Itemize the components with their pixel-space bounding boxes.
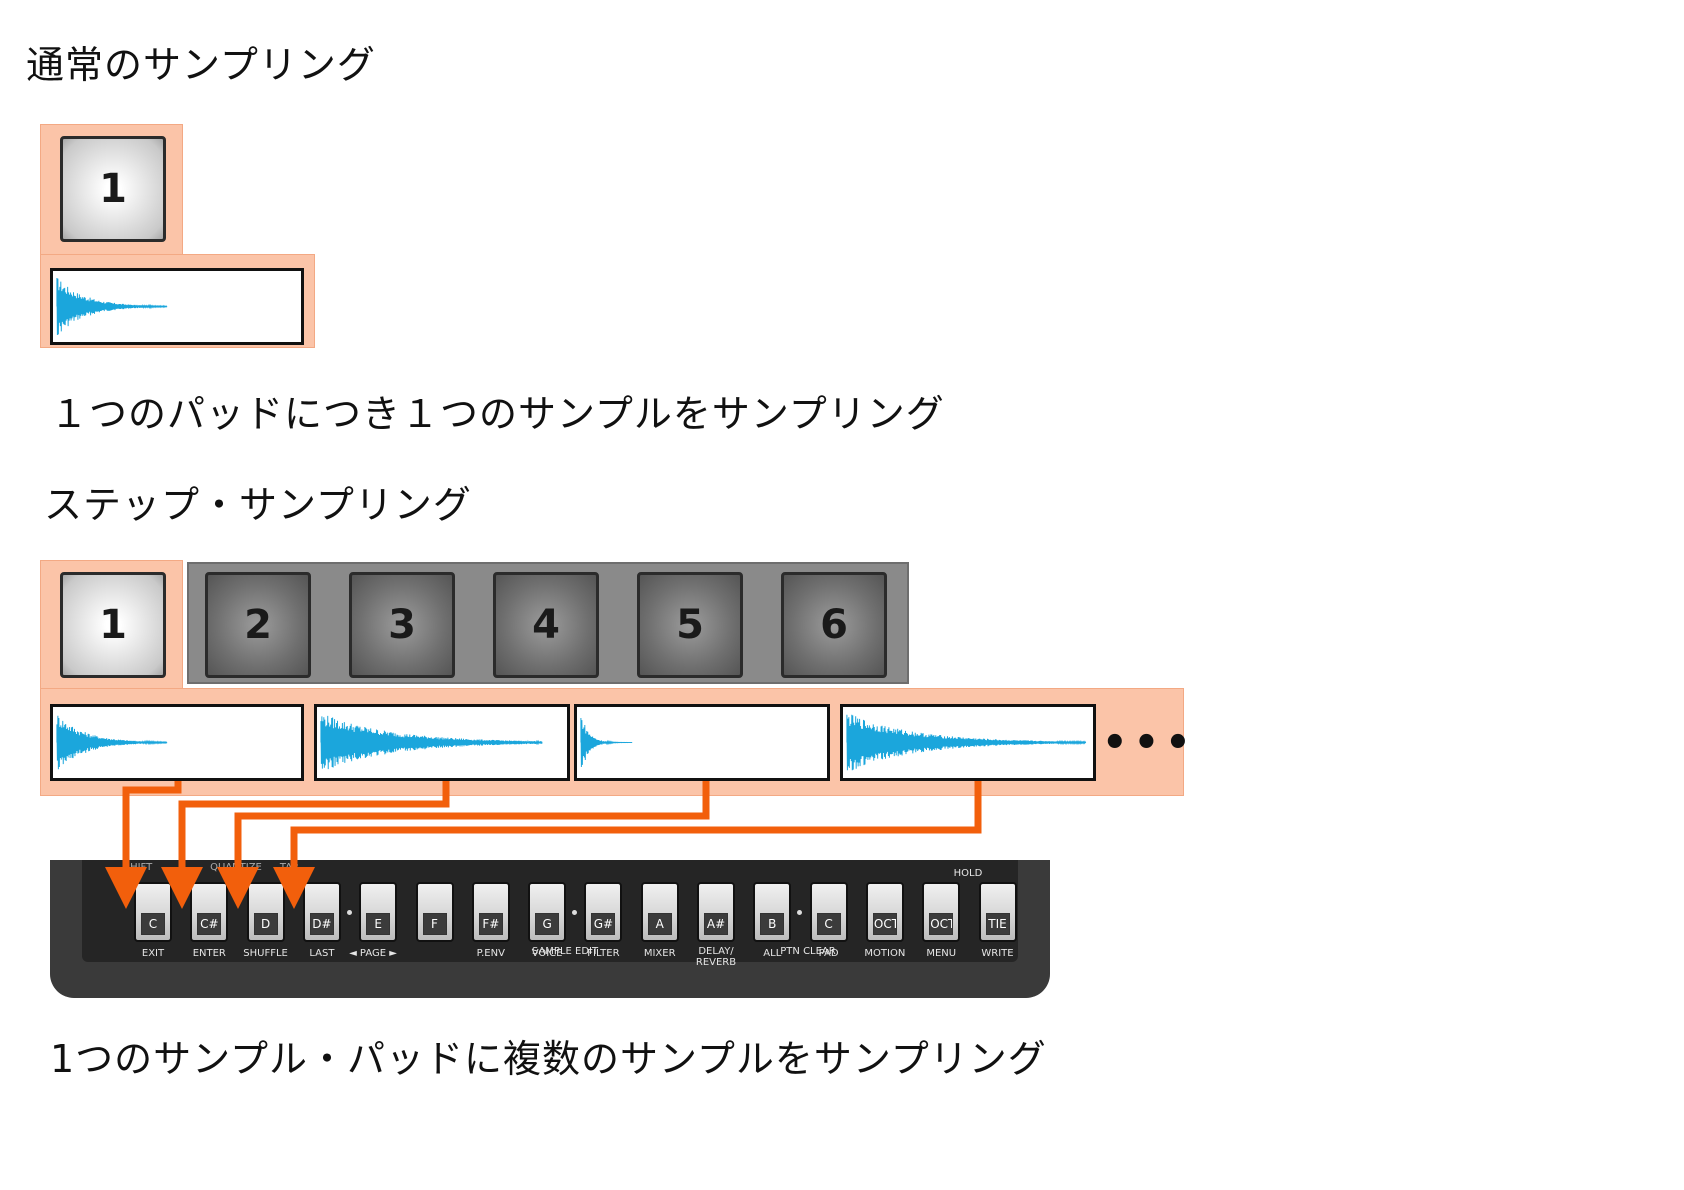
step-key-function-label: ALL	[763, 948, 782, 959]
quantize-label: QUANTIZE	[210, 862, 262, 873]
step-key-function-label: ENTER	[192, 948, 226, 959]
step-key-label: G#	[591, 913, 616, 935]
step-key-label: G	[535, 913, 560, 935]
step-key-13[interactable]: C	[809, 882, 848, 942]
step-key-function-label: SHUFFLE	[243, 948, 288, 959]
waveform-step-3	[574, 704, 830, 781]
key-group-dot	[347, 910, 353, 915]
key-group-dot	[572, 910, 578, 915]
waveform-step-4	[840, 704, 1096, 781]
step-key-3[interactable]: D	[246, 882, 285, 942]
pad-1[interactable]: 1	[60, 136, 166, 242]
step-key-function-label: DELAY/ REVERB	[695, 946, 737, 968]
keyboard-panel: SHIFT QUANTIZE TAP HOLD C EXIT C# ENTER D SHU…	[82, 860, 1018, 968]
step-key-label: A	[647, 913, 672, 935]
step-key-label: OCT-	[872, 913, 897, 935]
step-key-label: TIE	[985, 913, 1010, 935]
step-key-12[interactable]: B	[753, 882, 792, 942]
step-key-function-label: PAD	[818, 948, 839, 959]
step-key-1[interactable]: C	[134, 882, 172, 942]
step-key-2[interactable]: C#	[190, 882, 229, 942]
step-key-16[interactable]: TIE	[978, 882, 1017, 942]
step-key-function-label: LAST	[309, 948, 335, 959]
step-pad-5[interactable]: 5	[637, 572, 743, 678]
key-group-dot	[797, 910, 803, 915]
hold-label: HOLD	[953, 868, 983, 879]
step-pad-6[interactable]: 6	[781, 572, 887, 678]
normal-sampling-description: １つのパッドにつき１つのサンプルをサンプリング	[50, 392, 945, 436]
step-key-label: D	[253, 913, 278, 935]
step-key-label: F#	[478, 913, 503, 935]
step-key-function-label: P.ENV	[476, 948, 505, 959]
step-key-label: C	[141, 913, 165, 935]
step-pad-4[interactable]: 4	[493, 572, 599, 678]
waveform-sample	[50, 268, 304, 345]
normal-sampling-heading: 通常のサンプリング	[26, 43, 376, 87]
shift-label: SHIFT	[123, 862, 153, 873]
tap-label: TAP	[279, 862, 299, 873]
step-key-label: E	[366, 913, 391, 935]
sample-edit-group-label: SAMPLE EDIT	[531, 946, 599, 957]
ptn-clear-group-label: PTN CLEAR	[780, 946, 836, 957]
step-key-function-label: MIXER	[643, 948, 676, 959]
step-key-4[interactable]: D#	[302, 882, 341, 942]
step-key-function-label: VOICE	[531, 948, 563, 959]
step-sampling-heading: ステップ・サンプリング	[44, 483, 472, 527]
step-key-14[interactable]: OCT-	[865, 882, 904, 942]
step-sampling-description: 1つのサンプル・パッドに複数のサンプルをサンプリング	[50, 1037, 1047, 1081]
step-key-8[interactable]: G	[528, 882, 567, 942]
step-key-function-label: WRITE	[981, 948, 1014, 959]
step-key-function-label: EXIT	[141, 948, 165, 959]
ellipsis: •••	[1102, 720, 1197, 766]
step-key-label: B	[760, 913, 785, 935]
step-pad-2[interactable]: 2	[205, 572, 311, 678]
step-key-11[interactable]: A#	[697, 882, 735, 942]
step-key-label: F	[422, 913, 447, 935]
sequencer-keyboard: SHIFT QUANTIZE TAP HOLD C EXIT C# ENTER D SHU…	[50, 860, 1050, 998]
step-key-15[interactable]: OCT+	[922, 882, 961, 942]
step-key-10[interactable]: A	[640, 882, 679, 942]
page-group-label: ◄ PAGE ►	[349, 948, 397, 959]
step-key-9[interactable]: G#	[584, 882, 623, 942]
step-key-label: D#	[309, 913, 334, 935]
step-key-5[interactable]: E	[359, 882, 398, 942]
step-key-function-label: FILTER	[587, 948, 620, 959]
step-pad-3[interactable]: 3	[349, 572, 455, 678]
step-pad-1[interactable]: 1	[60, 572, 166, 678]
step-key-function-label: MENU	[926, 948, 957, 959]
waveform-step-1	[50, 704, 304, 781]
step-key-label: C#	[197, 913, 222, 935]
step-key-label: OCT+	[929, 913, 954, 935]
step-key-label: A#	[704, 913, 728, 935]
waveform-step-2	[314, 704, 570, 781]
step-key-6[interactable]: F	[415, 882, 454, 942]
step-key-function-label: MOTION	[864, 948, 906, 959]
step-key-label: C	[816, 913, 841, 935]
step-key-7[interactable]: F#	[471, 882, 510, 942]
